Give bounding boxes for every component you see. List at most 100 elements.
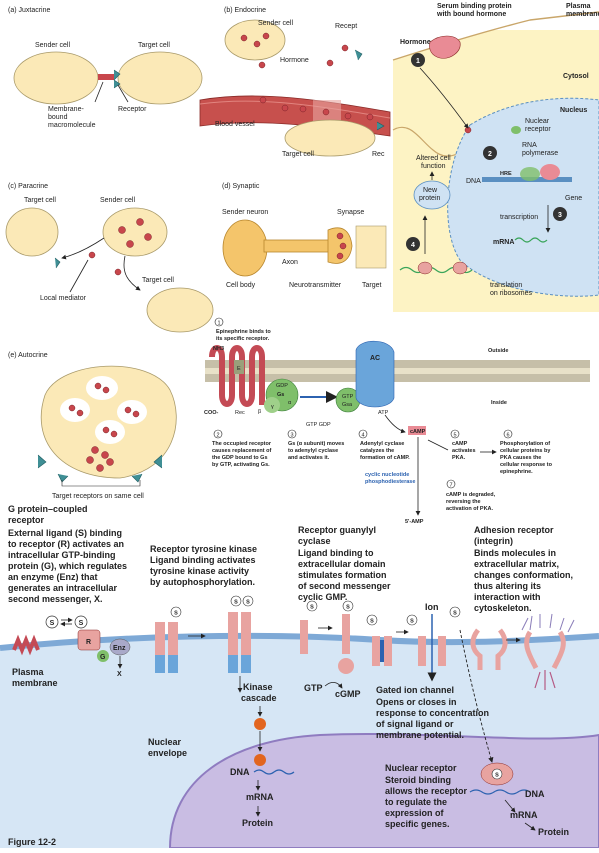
gpcr-num-1: 1 <box>217 321 220 327</box>
gamma-label: γ <box>271 404 274 410</box>
kinase-label-2: cascade <box>241 693 277 703</box>
receptor-b-label: Recept <box>335 23 357 30</box>
gsa-label: Gsa <box>342 402 353 408</box>
membrane-inner <box>205 372 590 382</box>
gc-title-1: Receptor guanylyl <box>298 525 376 535</box>
gc-body-2: extracellular domain <box>298 559 386 569</box>
sender-cell-b <box>224 19 286 61</box>
hormone-b-label: Hormone <box>280 57 309 64</box>
s-rtk-1: S <box>174 611 178 617</box>
adh-body-5: interaction with <box>474 592 541 602</box>
serum-label-2: with bound hormone <box>436 11 506 18</box>
gpcr-title-1: G protein–coupled <box>8 504 88 514</box>
cytosol-label: Cytosol <box>563 73 589 80</box>
nuc-receptor-2: receptor <box>525 126 551 133</box>
protein2-label: Protein <box>538 827 569 837</box>
gpcr-s2-1: The occupied receptor <box>212 441 272 447</box>
gpcr-num-3: 3 <box>290 433 293 439</box>
step-4: 4 <box>411 242 415 249</box>
cell-body <box>222 219 268 277</box>
pde-1: cyclic nucleotide <box>365 472 409 478</box>
gpcr-s7-2: reversing the <box>446 499 481 505</box>
cgmp-label-b: cGMP <box>335 689 361 699</box>
gpcr-title-2: receptor <box>8 515 45 525</box>
sender-cell-c <box>102 207 168 257</box>
rna-pol-2: polymerase <box>522 150 558 157</box>
gpcr-s6-3: PKA causes the <box>500 455 541 461</box>
panel-juxtacrine: (a) Juxtacrine Sender cell Target cell M… <box>8 7 203 129</box>
mrna2-label: mRNA <box>510 810 538 820</box>
nuc-receptor-1: Nuclear <box>525 118 550 125</box>
gated-body-4: membrane potential. <box>376 730 464 740</box>
rec-b-label: Rec <box>372 151 385 158</box>
translation-2: on ribosomes <box>490 290 533 297</box>
camp-label: cAMP <box>410 429 426 435</box>
gpcr-s6-4: cellular response to <box>500 462 553 468</box>
gpcr-body-6: generates an intracellular <box>8 583 118 593</box>
gpcr-s6-2: cellular proteins by <box>500 448 551 454</box>
nuc-env-1: Nuclear <box>148 737 182 747</box>
serum-binding-protein <box>429 35 461 59</box>
membrane-label-3: macromolecule <box>48 122 96 129</box>
dna-label-b: DNA <box>230 767 250 777</box>
sender-c-label: Sender cell <box>100 197 135 204</box>
gpcr-num-4: 4 <box>361 433 364 439</box>
plasma-label-b2: membrane <box>12 678 58 688</box>
gc-body-1: Ligand binding to <box>298 548 374 558</box>
nr-body-5: specific genes. <box>385 819 450 829</box>
gpcr-s2-2: causes replacement of <box>212 448 271 454</box>
mrna-label: mRNA <box>493 239 514 246</box>
rtk-body-2: tyrosine kinase activity <box>150 566 249 576</box>
gc-body-4: of second messenger <box>298 581 391 591</box>
panel-c-title: (c) Paracrine <box>8 183 48 190</box>
gdp-label: GDP <box>276 383 288 389</box>
gpcr-s4-2: catalyzes the <box>360 448 394 454</box>
gated-title: Gated ion channel <box>376 685 454 695</box>
adh-body-3: changes conformation, <box>474 570 573 580</box>
r-label: R <box>86 639 91 646</box>
gene-label: Gene <box>565 195 582 202</box>
s-nr: S <box>495 773 499 779</box>
gpcr-num-6: 6 <box>506 433 509 439</box>
target-d-label: Target <box>362 282 382 289</box>
autocrine-caption: Target receptors on same cell <box>52 493 144 500</box>
sender-cell-a <box>13 51 99 105</box>
gpcr-body-2: to receptor (R) activates an <box>8 539 124 549</box>
panel-d-title: (d) Synaptic <box>222 183 260 190</box>
nr-title: Nuclear receptor <box>385 763 457 773</box>
plasma-membrane-line <box>392 11 599 61</box>
enz-label: Enz <box>113 645 126 652</box>
gs-label: Gs <box>277 392 284 398</box>
axon-label: Axon <box>282 259 298 266</box>
nh3-label: NH3 <box>213 346 224 352</box>
gpcr-body-4: protein (G), which regulates <box>8 561 127 571</box>
gc-body-5: cyclic GMP. <box>298 592 347 602</box>
alpha-label: α <box>288 400 292 406</box>
gpcr-s2-4: by GTP, activating Gs. <box>212 462 270 468</box>
gpcr-s5-2: activates <box>452 448 476 454</box>
panel-synaptic: (d) Synaptic Sender neuron Synapse Axon … <box>222 183 387 289</box>
receptor-a-label: Receptor <box>118 106 147 113</box>
gpcr-num-2: 2 <box>216 433 219 439</box>
inside-label: Inside <box>491 400 507 406</box>
s-ligand-1: S <box>50 620 55 627</box>
gtp-gdp-label: GTP GDP <box>306 422 331 428</box>
target-cell-b <box>284 119 376 157</box>
rec-label: Rec <box>235 410 245 416</box>
membrane-label-2: bound <box>48 114 68 121</box>
hormone-label: Hormone <box>400 39 431 46</box>
nucleus-label: Nucleus <box>560 107 587 114</box>
serum-label-1: Serum binding protein <box>437 3 512 10</box>
kinase-label-1: Kinase <box>243 682 273 692</box>
adh-title-1: Adhesion receptor <box>474 525 554 535</box>
gpcr-s1-2: its specific receptor. <box>216 336 270 342</box>
gpcr-s3-1: Gs (α subunit) moves <box>288 441 344 447</box>
s-ligand-2: S <box>79 620 84 627</box>
figure-label: Figure 12-2 <box>8 837 56 847</box>
gtp-label-b: GTP <box>304 683 323 693</box>
membrane-outer <box>205 360 590 370</box>
gpcr-body-1: External ligand (S) binding <box>8 528 122 538</box>
panel-gpcr-camp: 1 Epinephrine binds to its specific rece… <box>204 317 590 525</box>
protein-label-b: Protein <box>242 818 273 828</box>
